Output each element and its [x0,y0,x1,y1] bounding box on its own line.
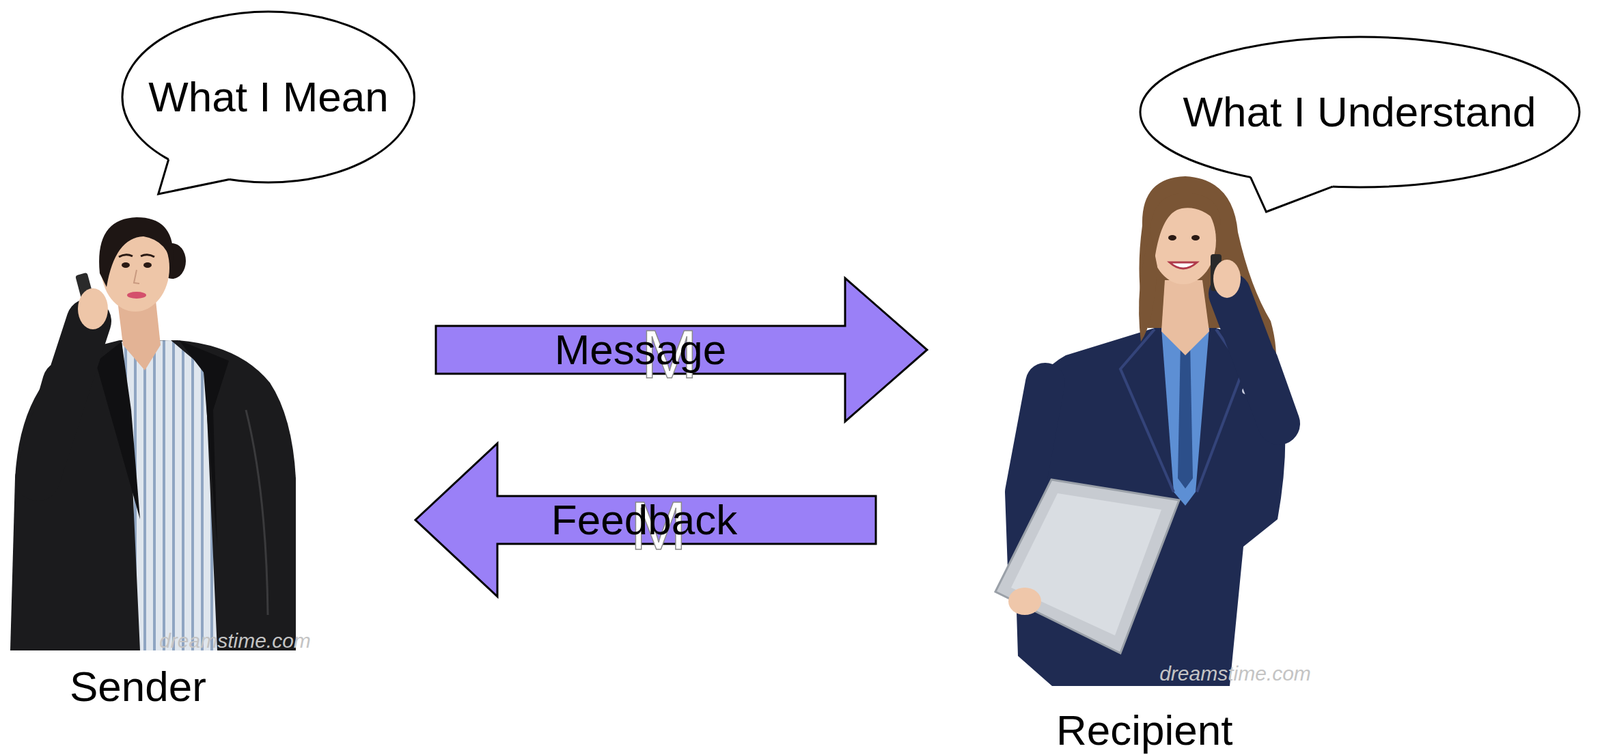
sender-figure-part [77,288,108,330]
recipient-figure-part [1011,493,1162,636]
sender-figure-part [178,340,229,547]
watermark: dreamstime.com [159,630,311,652]
recipient-figure-part [1161,280,1210,356]
sender-figure [10,217,296,651]
block-arrow [415,443,876,597]
arrow-label: Message [554,328,727,371]
recipient-figure [995,176,1286,686]
recipient-figure-part [1120,329,1244,492]
bubble-tail-fill [158,153,231,195]
sender-figure-part [133,269,140,284]
bubble-text: What I Understand [1183,87,1537,136]
bubble-tail [1250,176,1333,212]
bubble-tail-fill [1250,170,1333,212]
bubble-tail [158,159,230,195]
recipient-figure-part [1169,262,1197,269]
sender-figure-part [37,321,89,479]
recipient-figure-part [1150,192,1221,260]
recipient-figure-part [1213,259,1241,298]
role-label: Sender [69,661,207,711]
speech-bubble: What I Mean [120,10,416,184]
recipient-figure-part [1177,341,1193,489]
sender-figure-part [127,291,147,299]
bubble-text: What I Mean [148,72,389,121]
recipient-figure-part [1191,235,1200,241]
sender-figure-part [99,217,173,287]
role-label: Recipient [1056,709,1233,752]
recipient-figure-part [1229,293,1279,424]
sender-figure-part [121,262,130,268]
block-arrow [435,278,928,422]
sender-figure-part [245,409,268,615]
bubble-ellipse [122,11,415,183]
sender-figure-part [143,262,152,268]
sender-figure-part [95,341,141,520]
recipient-figure-part [1138,232,1158,342]
recipient-figure-part [1168,235,1177,241]
arrow-label: Feedback [551,498,738,542]
sender-figure-part [118,254,155,257]
watermark: dreamstime.com [1159,663,1312,684]
speech-bubble: What I Understand [1138,35,1581,189]
recipient-figure-part [1008,587,1042,615]
recipient-figure-part [995,479,1180,654]
bubble-ellipse [1140,36,1580,188]
